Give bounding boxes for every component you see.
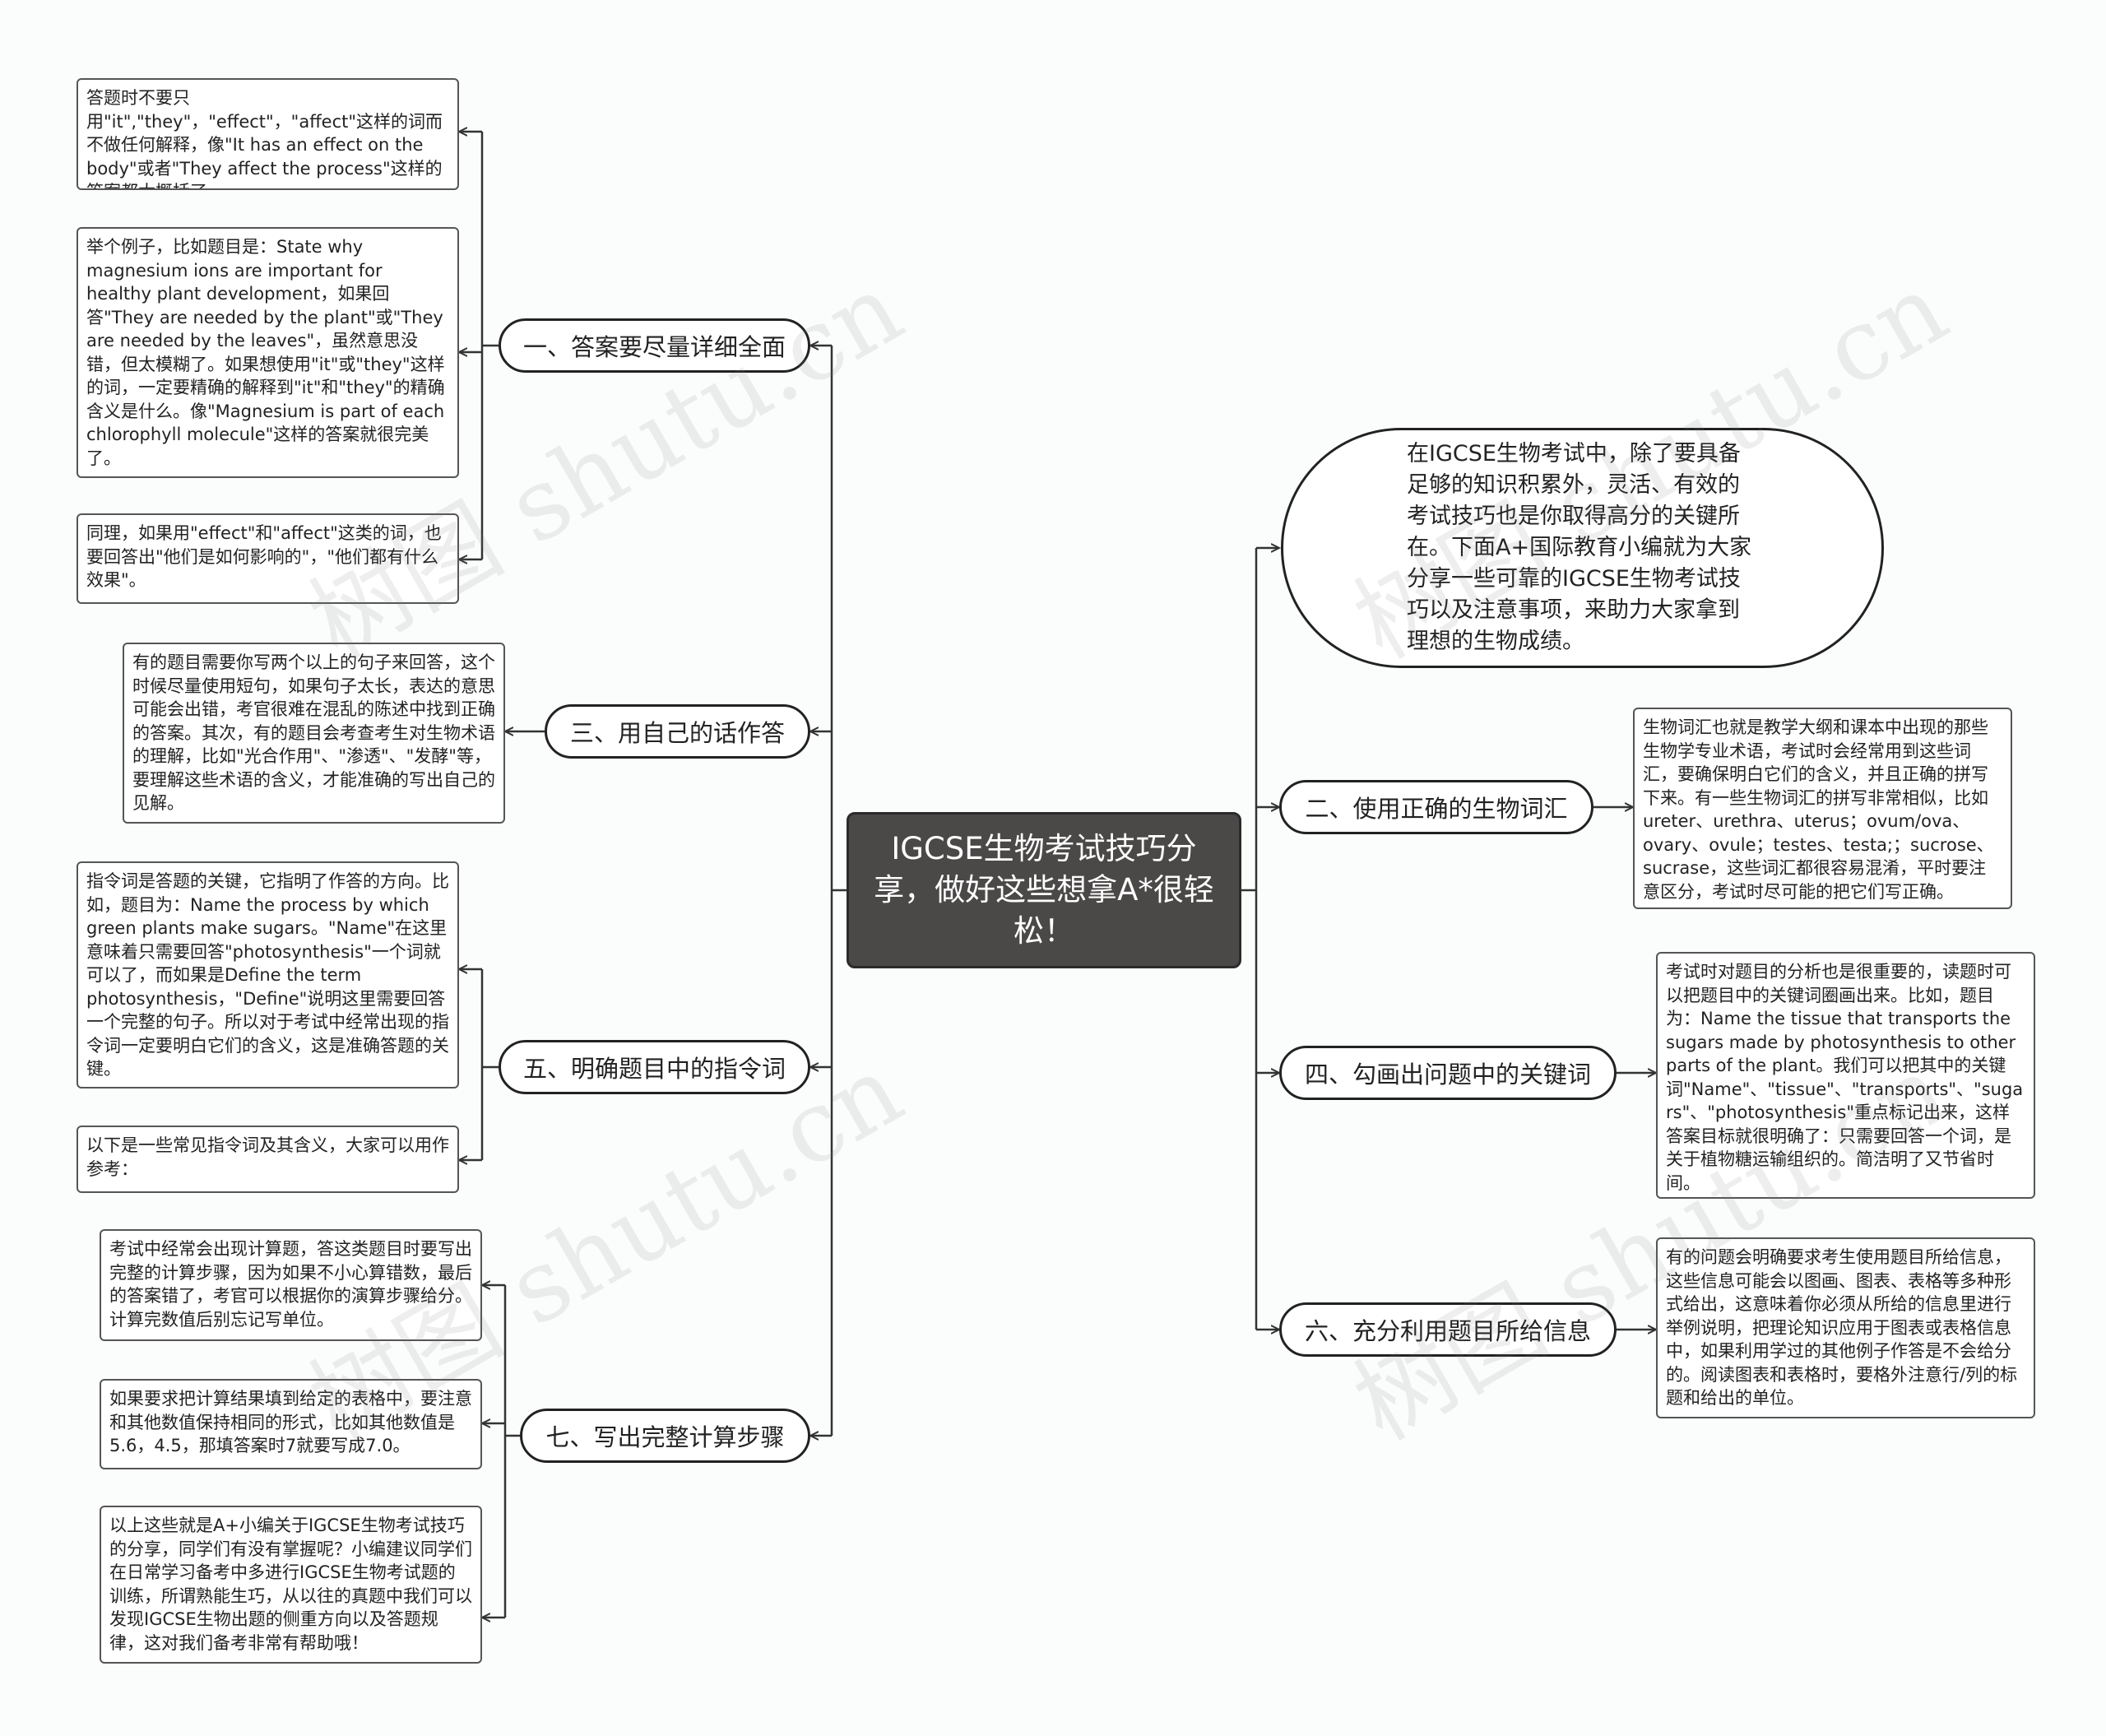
- note-topic-7-b[interactable]: 如果要求把计算结果填到给定的表格中，要注意和其他数值保持相同的形式，比如其他数值…: [100, 1379, 482, 1469]
- note-topic-7-c[interactable]: 以上这些就是A+小编关于IGCSE生物考试技巧的分享，同学们有没有掌握呢？小编建…: [100, 1506, 482, 1664]
- topic-3[interactable]: 三、用自己的话作答: [545, 704, 810, 759]
- intro-bubble[interactable]: 在IGCSE生物考试中，除了要具备足够的知识积累外，灵活、有效的考试技巧也是你取…: [1281, 428, 1884, 668]
- note-topic-1-b[interactable]: 举个例子，比如题目是：State why magnesium ions are …: [77, 227, 459, 478]
- topic-label: 六、充分利用题目所给信息: [1304, 1317, 1591, 1345]
- topic-label: 二、使用正确的生物词汇: [1305, 795, 1568, 823]
- topic-2[interactable]: 二、使用正确的生物词汇: [1279, 780, 1593, 834]
- note-topic-6[interactable]: 有的问题会明确要求考生使用题目所给信息，这些信息可能会以图画、图表、表格等多种形…: [1656, 1237, 2035, 1418]
- note-topic-3[interactable]: 有的题目需要你写两个以上的句子来回答，这个时候尽量使用短句，如果句子太长，表达的…: [123, 643, 505, 824]
- note-topic-1-c[interactable]: 同理，如果用"effect"和"affect"这类的词，也要回答出"他们是如何影…: [77, 513, 459, 604]
- topic-6[interactable]: 六、充分利用题目所给信息: [1279, 1302, 1617, 1357]
- topic-1[interactable]: 一、答案要尽量详细全面: [499, 318, 810, 373]
- note-topic-7-a[interactable]: 考试中经常会出现计算题，答这类题目时要写出完整的计算步骤，因为如果不小心算错数，…: [100, 1229, 482, 1341]
- note-topic-5-a[interactable]: 指令词是答题的关键，它指明了作答的方向。比如，题目为：Name the proc…: [77, 861, 459, 1088]
- note-topic-4[interactable]: 考试时对题目的分析也是很重要的，读题时可以把题目中的关键词圈画出来。比如，题目为…: [1656, 952, 2035, 1199]
- topic-label: 七、写出完整计算步骤: [545, 1423, 785, 1451]
- intro-text: 在IGCSE生物考试中，除了要具备足够的知识积累外，灵活、有效的考试技巧也是你取…: [1407, 441, 1752, 654]
- note-topic-2[interactable]: 生物词汇也就是教学大纲和课本中出现的那些生物学专业术语，考试时会经常用到这些词汇…: [1633, 708, 2012, 909]
- topic-7[interactable]: 七、写出完整计算步骤: [520, 1409, 810, 1463]
- note-topic-1-a[interactable]: 答题时不要只用"it","they"，"effect"，"affect"这样的词…: [77, 78, 459, 190]
- topic-label: 五、明确题目中的指令词: [522, 1055, 786, 1083]
- note-topic-5-b[interactable]: 以下是一些常见指令词及其含义，大家可以用作参考：: [77, 1126, 459, 1193]
- topic-label: 四、勾画出问题中的关键词: [1304, 1061, 1591, 1088]
- root-topic[interactable]: IGCSE生物考试技巧分享，做好这些想拿A*很轻松！: [847, 812, 1241, 968]
- topic-label: 一、答案要尽量详细全面: [522, 333, 786, 361]
- topic-4[interactable]: 四、勾画出问题中的关键词: [1279, 1046, 1617, 1100]
- topic-label: 三、用自己的话作答: [569, 719, 785, 747]
- root-title: IGCSE生物考试技巧分享，做好这些想拿A*很轻松！: [874, 831, 1214, 949]
- topic-5[interactable]: 五、明确题目中的指令词: [499, 1040, 810, 1094]
